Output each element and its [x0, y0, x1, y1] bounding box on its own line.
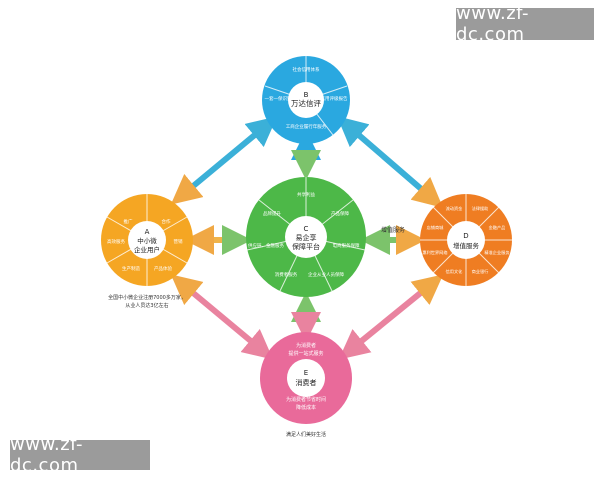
node-d: D 增值服务 流动资金 法律援助 金融产品 精准企业服务 信用文化 商业银行 惠… — [420, 194, 512, 286]
node-b: B 万达信评 社会信用体系 信用评级报告 工商企业履行年服务 一套一保识别 — [262, 56, 350, 144]
node-d-seg-3: 金融产品 — [489, 224, 506, 231]
node-a-caption-1: 全国中小微企业注册7000多万家， — [108, 294, 186, 301]
node-b-title: 万达信评 — [291, 98, 321, 108]
node-d-seg-4: 精准企业服务 — [484, 249, 510, 256]
node-d-seg-7: 惠利世界网络 — [422, 249, 448, 256]
arrow-d-e — [338, 274, 444, 360]
node-a: A 中小微 企业用户 推广 合作 营销 产品体验 生产制造 高效服务 全国中小微… — [101, 194, 193, 309]
node-d-letter: D — [463, 232, 468, 240]
node-e-center — [287, 359, 325, 397]
node-e-line-1: 为消费者 — [296, 342, 316, 349]
arrow-a-e — [170, 274, 274, 360]
node-a-title-1: 中小微 — [137, 236, 157, 245]
node-a-seg-2: 合作 — [162, 218, 171, 225]
node-a-seg-1: 推广 — [124, 218, 133, 225]
node-d-seg-2: 法律援助 — [472, 205, 489, 212]
node-c-seg-3: 电商服务保障 — [333, 242, 360, 249]
watermark-bottom: www.zf-dc.com — [10, 434, 150, 476]
node-e: E 消费者 为消费者 提供一站式服务 为消费者节省时间 降低成本 满足人们美好生… — [260, 332, 352, 438]
node-b-letter: B — [304, 91, 309, 99]
node-c: C 易企享 保障平台 共享利益 产品保障 电商服务保障 企业从业人员保障 消费者… — [246, 177, 366, 297]
node-c-center — [285, 216, 327, 258]
node-b-seg-2: 信用评级报告 — [321, 95, 348, 102]
node-d-center — [447, 221, 485, 259]
node-b-center — [288, 82, 324, 118]
node-b-seg-3: 工商企业履行年服务 — [286, 123, 327, 130]
node-d-seg-1: 流动资金 — [446, 205, 464, 212]
arrow-b-d — [336, 116, 444, 208]
node-e-caption: 满足人们美好生活 — [286, 431, 326, 438]
node-c-seg-6: 供应链、金融服务 — [248, 242, 284, 249]
watermark-top: www.zf-dc.com — [456, 3, 594, 45]
node-a-seg-3: 营销 — [174, 238, 183, 245]
node-d-seg-5: 信用文化 — [446, 268, 464, 275]
node-c-title-2: 保障平台 — [292, 242, 320, 251]
node-e-line-4: 降低成本 — [296, 404, 316, 411]
arrow-a-b — [170, 116, 278, 205]
node-d-seg-8: 店铺商城 — [427, 224, 445, 231]
node-b-seg-1: 社会信用体系 — [293, 66, 320, 73]
node-a-center — [128, 221, 166, 259]
node-a-title-2: 企业用户 — [134, 245, 160, 254]
node-c-seg-7: 品牌提升 — [263, 210, 281, 217]
node-c-title-1: 易企享 — [296, 233, 317, 242]
node-a-seg-5: 生产制造 — [122, 265, 140, 272]
node-c-letter: C — [304, 225, 309, 233]
node-e-title: 消费者 — [296, 378, 317, 387]
node-c-seg-5: 消费者服务 — [275, 271, 298, 278]
node-c-seg-2: 产品保障 — [331, 210, 349, 217]
node-e-letter: E — [304, 369, 308, 377]
node-a-seg-4: 产品体验 — [154, 265, 172, 272]
node-a-seg-6: 高效服务 — [107, 238, 125, 245]
node-c-seg-1: 共享利益 — [297, 191, 315, 198]
node-c-seg-4: 企业从业人员保障 — [308, 271, 344, 278]
node-b-seg-4: 一套一保识别 — [265, 95, 292, 102]
node-d-title: 增值服务 — [453, 241, 480, 250]
node-d-seg-6: 商业银行 — [472, 268, 489, 275]
node-a-letter: A — [145, 228, 150, 236]
node-e-line-3: 为消费者节省时间 — [286, 396, 326, 403]
node-a-caption-2: 从业人员达3亿左右 — [125, 302, 168, 309]
connector-arrows — [170, 116, 444, 360]
node-e-line-2: 提供一站式服务 — [288, 350, 323, 357]
cd-arrow-label: 增值服务 — [381, 226, 405, 234]
